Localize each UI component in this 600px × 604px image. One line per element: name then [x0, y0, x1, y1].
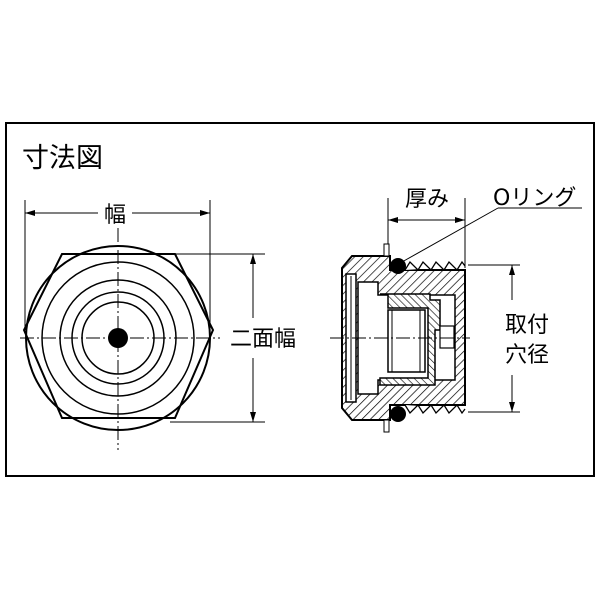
- side-view: [330, 198, 582, 433]
- mount-hole-label-line2: 穴径: [505, 343, 549, 368]
- oring-bottom: [390, 406, 406, 422]
- oring-label: Oリング: [493, 186, 576, 211]
- front-view: [20, 200, 265, 450]
- drawing-title: 寸法図: [22, 143, 103, 174]
- oring-top: [390, 258, 406, 274]
- drawing-frame: [5, 122, 595, 477]
- mount-hole-label-line1: 取付: [505, 313, 549, 338]
- width-label: 幅: [104, 203, 126, 228]
- thickness-label: 厚み: [405, 187, 449, 212]
- across-flats-label: 二面幅: [230, 327, 296, 352]
